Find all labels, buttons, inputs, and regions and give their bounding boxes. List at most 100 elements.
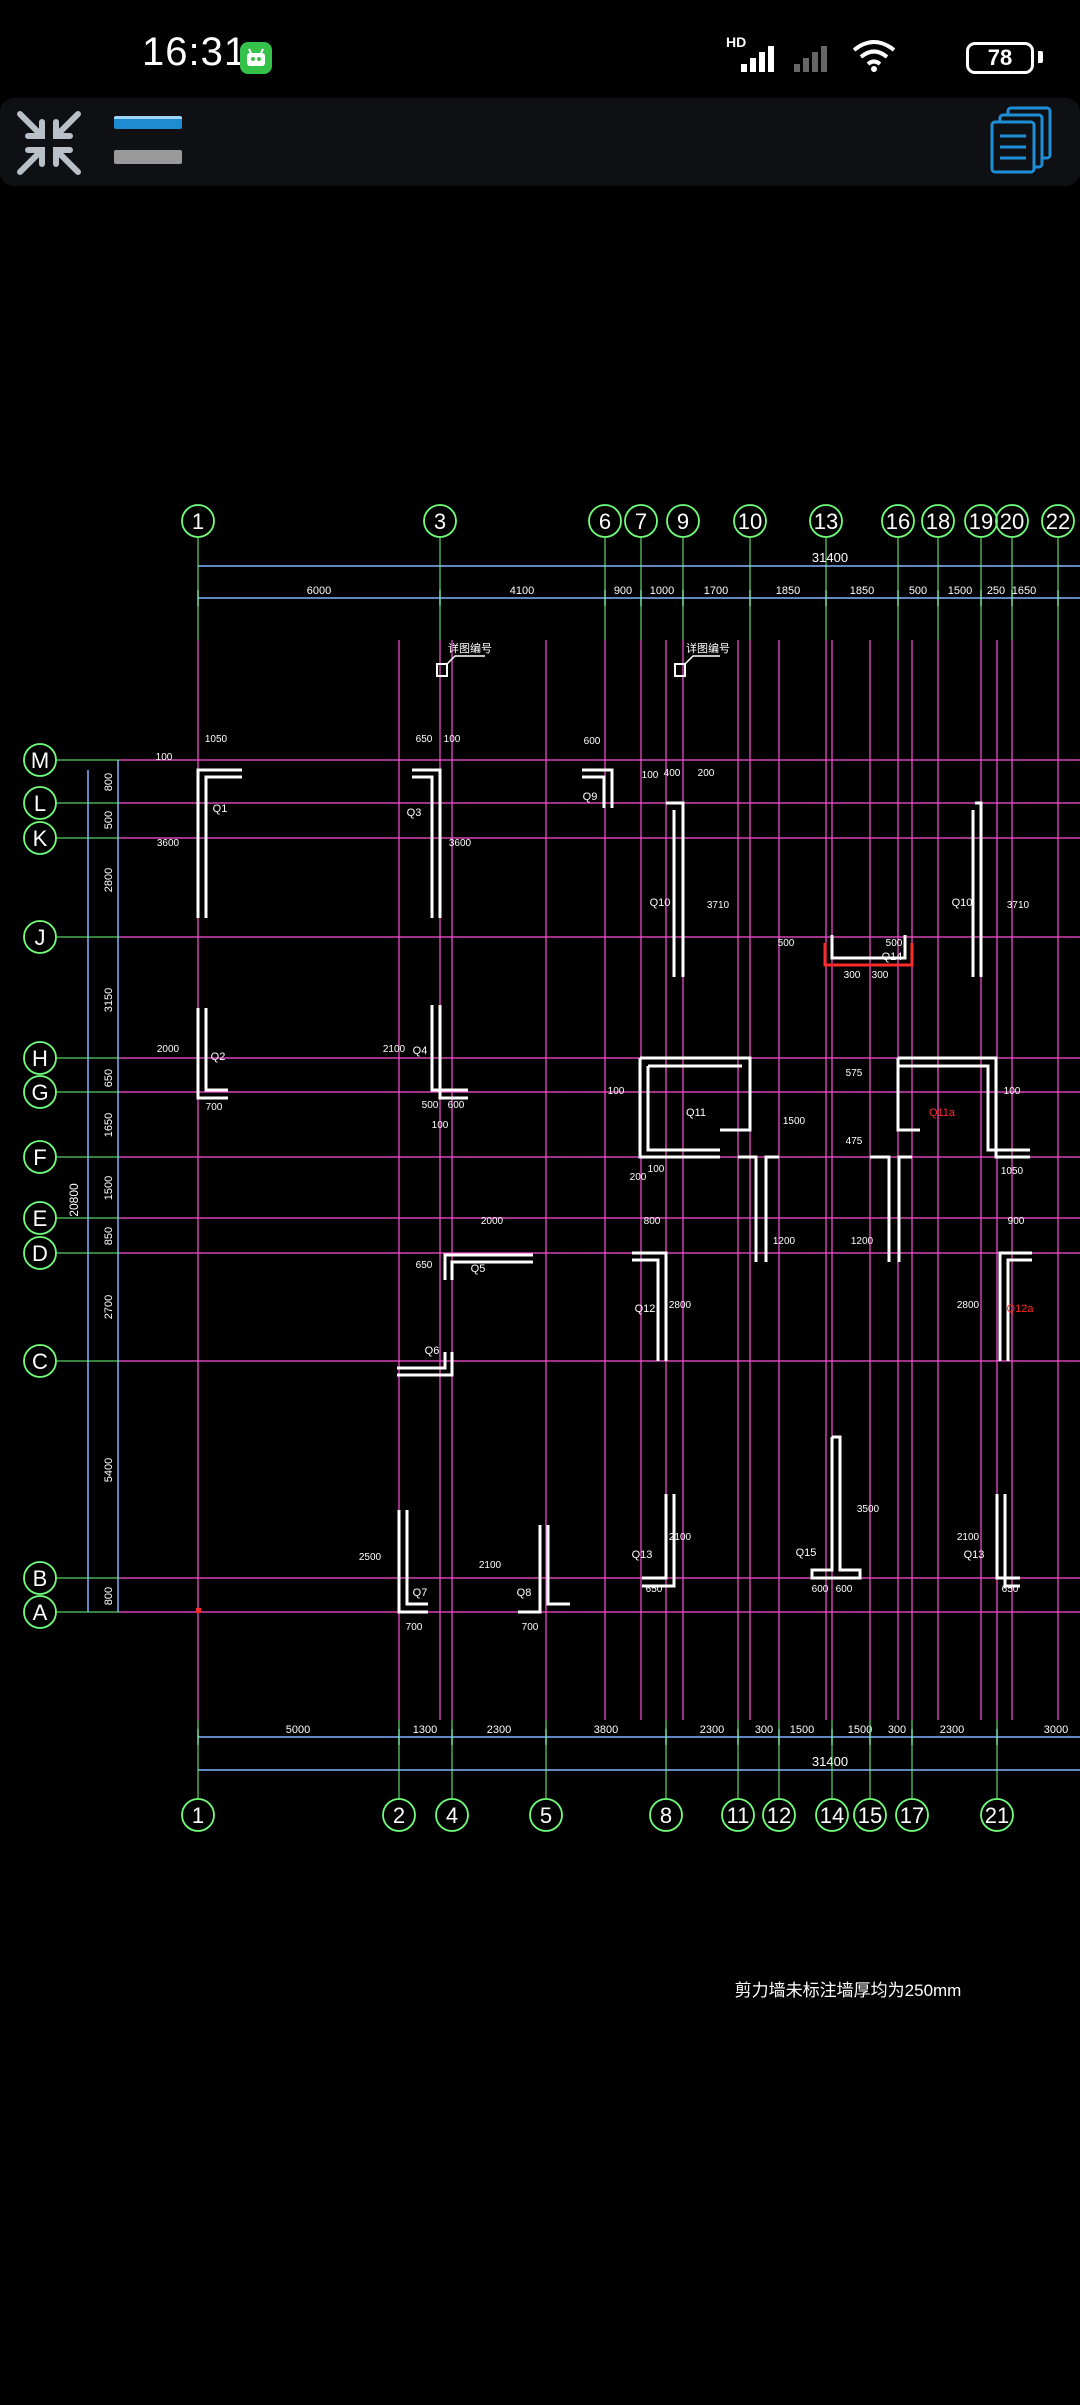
callout-leader xyxy=(684,655,720,665)
dimension-text-top: 4100 xyxy=(510,585,534,597)
axis-bubble-top-label: 19 xyxy=(969,509,993,534)
minor-dimension-text: 300 xyxy=(844,970,861,981)
dimension-text-top-total: 31400 xyxy=(812,550,848,565)
minor-dimension-text: 2100 xyxy=(957,1532,980,1543)
dimension-text-bottom: 1500 xyxy=(848,1724,872,1736)
dimension-text-top: 500 xyxy=(909,585,927,597)
wall-q9 xyxy=(582,768,614,808)
minor-dimension-text: 300 xyxy=(872,970,889,981)
axis-bubble-bottom-label: 14 xyxy=(820,1803,844,1828)
wall-q11-inner2 xyxy=(646,1066,720,1152)
dimension-text-left: 5400 xyxy=(103,1458,115,1482)
minor-dimension-text: 1050 xyxy=(1001,1166,1024,1177)
app-notification-icon xyxy=(240,42,272,74)
insert-point-marker xyxy=(196,1608,201,1613)
wall-q12 xyxy=(632,1251,668,1361)
axis-bubble-top-label: 7 xyxy=(635,509,647,534)
dimension-text-left: 2700 xyxy=(103,1295,115,1319)
wall-q2 xyxy=(196,1008,228,1100)
dimension-text-bottom: 1500 xyxy=(790,1724,814,1736)
axis-bubble-row-label: L xyxy=(34,791,46,816)
minor-dimension-text: 1200 xyxy=(851,1236,874,1247)
minor-dimension-text: 600 xyxy=(836,1584,853,1595)
wall-q11-left xyxy=(638,1058,720,1159)
dimension-text-top: 1000 xyxy=(650,585,674,597)
layer-toggle-icon[interactable] xyxy=(114,112,184,172)
minor-dimension-text: 2100 xyxy=(479,1560,502,1571)
viewer-toolbar xyxy=(0,98,1080,186)
layout-list-icon[interactable] xyxy=(988,104,1054,176)
dimension-text-bottom: 3000 xyxy=(1044,1724,1068,1736)
axis-bubble-row-label: J xyxy=(35,925,46,950)
axis-bubble-bottom-label: 11 xyxy=(727,1803,750,1828)
minor-dimension-text: 100 xyxy=(156,752,173,763)
wall-label: Q11a xyxy=(929,1107,956,1119)
dimension-text-left: 800 xyxy=(103,773,115,791)
dimension-text-bottom: 2300 xyxy=(700,1724,724,1736)
axis-bubble-row-label: C xyxy=(32,1349,48,1374)
dimension-text-top: 250 xyxy=(987,585,1005,597)
minor-dimension-text: 100 xyxy=(444,734,461,745)
minor-dimension-text: 650 xyxy=(646,1584,663,1595)
axis-bubble-bottom-label: 21 xyxy=(985,1803,1009,1828)
wifi-icon xyxy=(852,40,896,72)
axis-bubble-bottom-label: 1 xyxy=(192,1803,204,1828)
axis-bubble-top-label: 13 xyxy=(814,509,838,534)
minor-dimension-text: 2100 xyxy=(383,1044,406,1055)
wall-label: Q3 xyxy=(407,807,422,819)
dimension-text-top: 1850 xyxy=(850,585,874,597)
minor-dimension-text: 575 xyxy=(846,1068,863,1079)
dimension-text-bottom: 3800 xyxy=(594,1724,618,1736)
axis-bubble-row-label: K xyxy=(33,826,48,851)
wall-q10 xyxy=(666,801,685,977)
axis-bubble-row-label: M xyxy=(31,748,49,773)
axis-bubble-row-label: F xyxy=(33,1145,46,1170)
minor-dimension-text: 2800 xyxy=(957,1300,980,1311)
wall-label: Q11 xyxy=(686,1107,706,1119)
minor-dimension-text: 650 xyxy=(1002,1584,1019,1595)
wall-q2-inner xyxy=(204,1008,228,1092)
layer-bar-active[interactable] xyxy=(114,116,182,129)
dimension-text-left: 500 xyxy=(103,811,115,829)
axis-bubble-row-label: D xyxy=(32,1241,48,1266)
dimension-text-top: 1700 xyxy=(704,585,728,597)
wall-label: Q4 xyxy=(413,1045,428,1057)
wall-core-right xyxy=(870,1155,891,1262)
callout-text: 详图编号 xyxy=(686,641,730,655)
minor-dimension-text: 700 xyxy=(206,1102,223,1113)
axis-bubble-top-label: 3 xyxy=(434,509,446,534)
minor-dimension-text: 650 xyxy=(416,1260,433,1271)
dimension-text-top: 1500 xyxy=(948,585,972,597)
battery-icon: 78 xyxy=(966,42,1034,74)
wall-q11a xyxy=(898,1056,1030,1159)
minor-dimension-text: 700 xyxy=(406,1622,423,1633)
status-time: 16:31 xyxy=(142,30,248,74)
axis-bubble-top-label: 10 xyxy=(738,509,762,534)
wall-q7-inner xyxy=(405,1510,428,1606)
minor-dimension-text: 600 xyxy=(584,736,601,747)
minor-dimension-text: 1500 xyxy=(783,1116,806,1127)
minor-dimension-text: 1050 xyxy=(205,734,228,745)
wall-label: Q13 xyxy=(632,1549,653,1561)
axis-bubble-bottom-label: 15 xyxy=(858,1803,882,1828)
minor-dimension-text: 3710 xyxy=(707,900,730,911)
wall-core-cap2 xyxy=(896,1058,920,1132)
layer-bar-inactive[interactable] xyxy=(114,150,182,164)
wall-label: Q9 xyxy=(583,791,598,803)
wall-label: Q1 xyxy=(213,803,228,815)
axis-bubble-row-label: G xyxy=(31,1080,48,1105)
dimension-text-bottom: 300 xyxy=(755,1724,773,1736)
axis-bubble-top-label: 20 xyxy=(1000,509,1024,534)
minor-dimension-text: 100 xyxy=(1004,1086,1021,1097)
wall-core-left xyxy=(738,1155,758,1262)
collapse-arrows-icon[interactable] xyxy=(16,110,82,176)
callout-text: 详图编号 xyxy=(448,641,492,655)
minor-dimension-text: 475 xyxy=(846,1136,863,1147)
wall-label: Q7 xyxy=(413,1587,428,1599)
signal-strength-icon xyxy=(741,46,774,72)
wall-label: Q15 xyxy=(796,1547,817,1559)
minor-dimension-text: 2800 xyxy=(669,1300,692,1311)
minor-dimension-text: 2100 xyxy=(669,1532,692,1543)
